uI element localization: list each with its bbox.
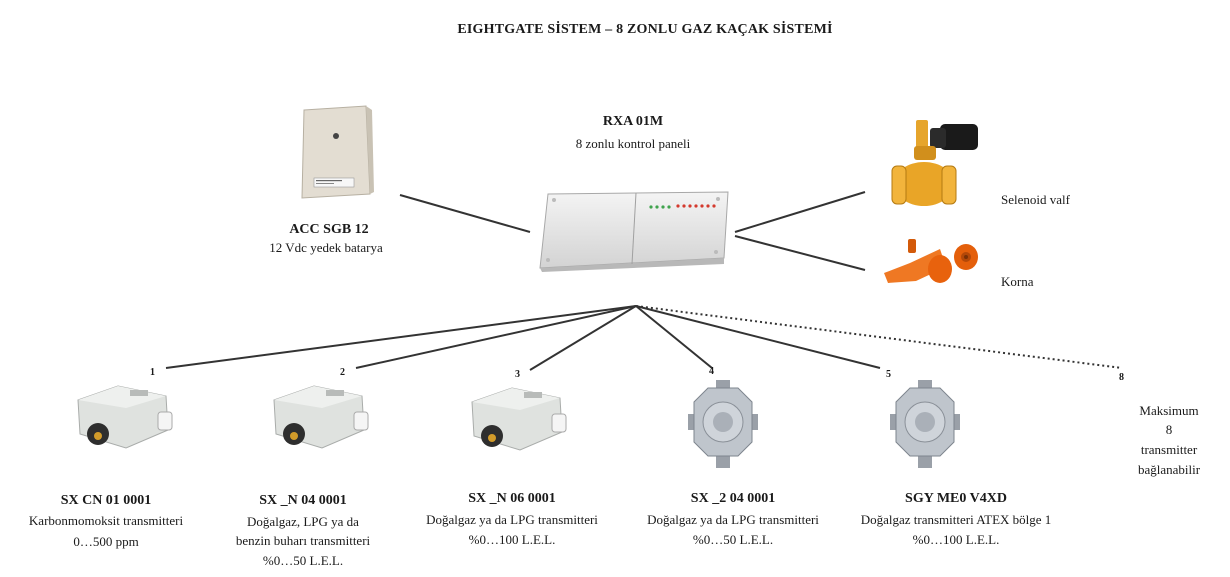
zone-4-model: SX _2 04 0001 xyxy=(690,491,776,506)
transmitter-3-image xyxy=(471,387,567,451)
transmitter-4-image xyxy=(688,380,758,468)
zone-2-model: SX _N 04 0001 xyxy=(259,493,347,508)
max-zone-line-4: bağlanabilir xyxy=(1137,462,1201,477)
control-panel-image xyxy=(539,191,729,272)
horn-image xyxy=(884,239,978,283)
panel-model: RXA 01M xyxy=(602,114,664,129)
zone-3-number: 3 xyxy=(515,369,520,380)
zone-8-number: 8 xyxy=(1119,372,1124,383)
diagram-title: EIGHTGATE SİSTEM – 8 ZONLU GAZ KAÇAK SİS… xyxy=(457,22,833,37)
zone-4-number: 4 xyxy=(709,366,714,377)
zone-4-line-1: Doğalgaz ya da LPG transmitteri xyxy=(647,512,819,527)
zone-2-number: 2 xyxy=(340,367,345,378)
zone-1-model: SX CN 01 0001 xyxy=(60,493,152,508)
zone-3-line-2: %0…100 L.E.L. xyxy=(468,532,556,547)
battery-cabinet-image xyxy=(301,105,374,199)
wire-battery xyxy=(399,194,531,233)
zone-5-model: SGY ME0 V4XD xyxy=(905,491,1007,506)
battery-model: ACC SGB 12 xyxy=(289,222,369,237)
zone-2-line-1: Doğalgaz, LPG ya da xyxy=(247,514,359,529)
zone-1-line-2: 0…500 ppm xyxy=(73,534,139,549)
transmitter-1-image xyxy=(77,385,173,449)
zone-3-model: SX _N 06 0001 xyxy=(468,491,556,506)
max-zone-line-3: transmitter xyxy=(1140,442,1198,457)
zone-5-number: 5 xyxy=(886,369,891,380)
wire-valve xyxy=(734,191,866,233)
wire-zone-1 xyxy=(165,305,637,369)
max-zone-line-1: Maksimum xyxy=(1139,403,1199,418)
transmitter-2-image xyxy=(273,385,369,449)
transmitter-5-image xyxy=(890,380,960,468)
wire-zone-5 xyxy=(635,305,881,369)
battery-description: 12 Vdc yedek batarya xyxy=(269,240,383,255)
panel-description: 8 zonlu kontrol paneli xyxy=(575,136,691,151)
wire-zone-2 xyxy=(355,305,637,369)
horn-label: Korna xyxy=(1001,274,1034,289)
max-zone-line-2: 8 xyxy=(1165,422,1173,437)
zone-2-line-2: benzin buharı transmitteri xyxy=(235,533,371,548)
zone-5-line-1: Doğalgaz transmitteri ATEX bölge 1 xyxy=(860,512,1052,527)
solenoid-valve-image xyxy=(891,120,978,206)
zone-1-line-1: Karbonmomoksit transmitteri xyxy=(28,513,184,528)
wire-zone-4 xyxy=(635,305,713,369)
zone-4-line-2: %0…50 L.E.L. xyxy=(692,532,774,547)
wire-zone-8 xyxy=(635,305,1123,369)
zone-1-number: 1 xyxy=(150,367,155,378)
wire-horn xyxy=(734,235,866,271)
zone-5-line-2: %0…100 L.E.L. xyxy=(912,532,1000,547)
valve-label: Selenoid valf xyxy=(1001,192,1070,207)
zone-3-line-1: Doğalgaz ya da LPG transmitteri xyxy=(426,512,598,527)
zone-2-line-3: %0…50 L.E.L. xyxy=(262,553,344,568)
wire-zone-3 xyxy=(529,305,637,371)
